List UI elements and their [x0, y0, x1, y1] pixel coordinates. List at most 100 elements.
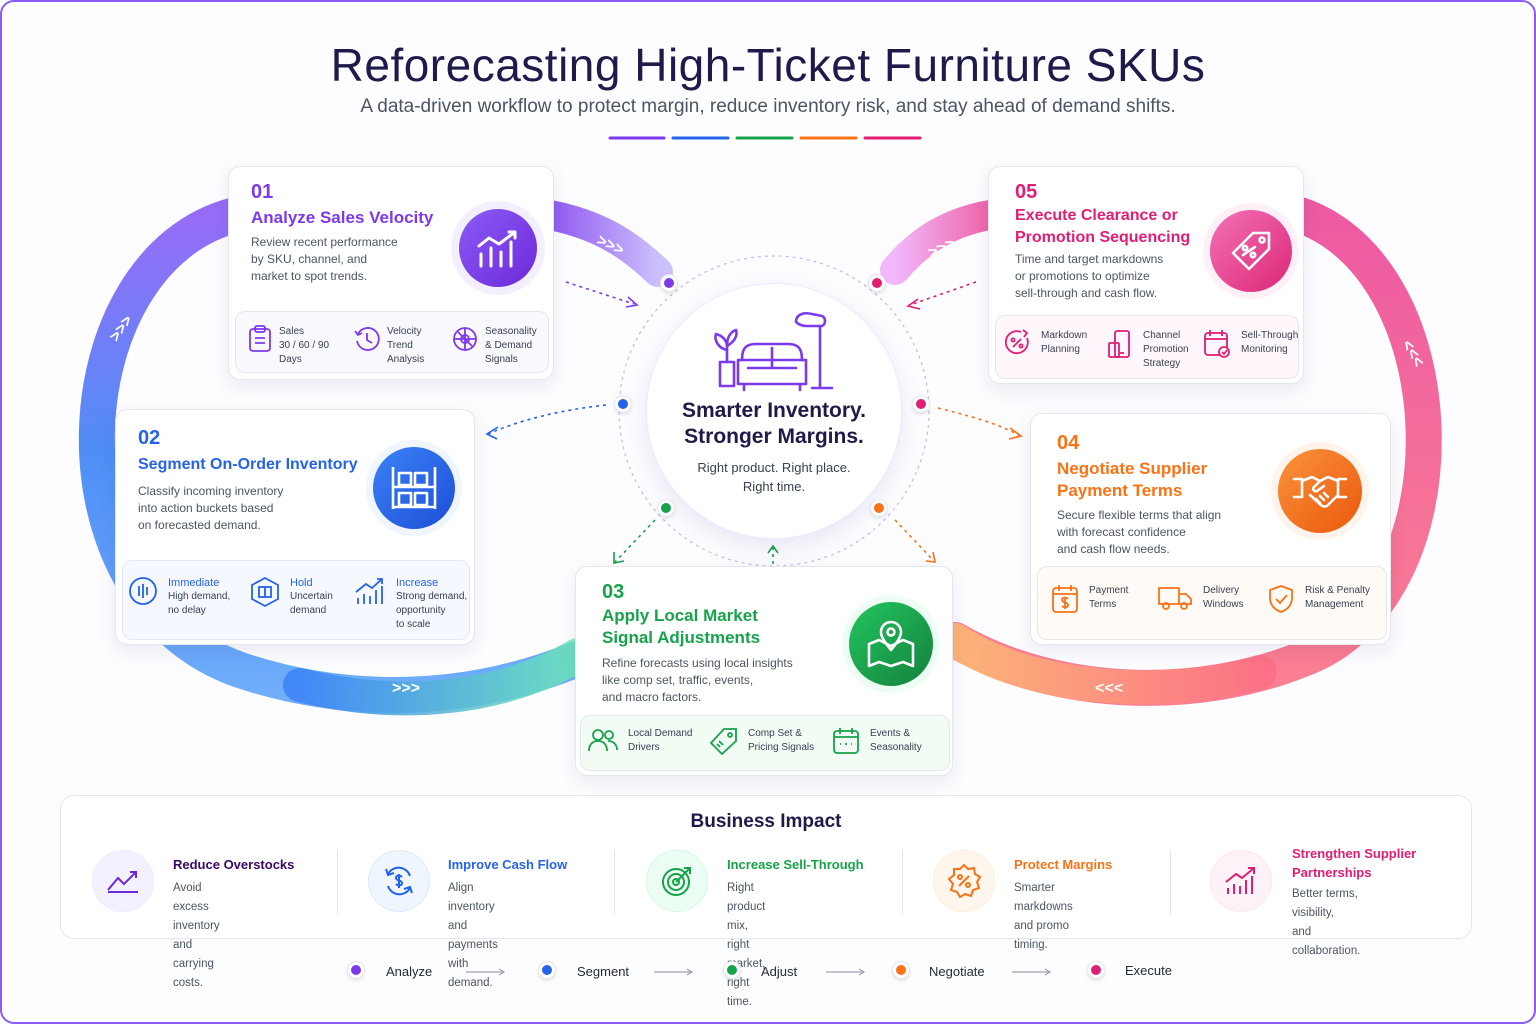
orbit-dot-analyze	[661, 275, 677, 291]
growth-chart-icon	[355, 578, 383, 604]
page-subtitle: A data-driven workflow to protect margin…	[360, 96, 1176, 117]
target-icon	[646, 850, 708, 912]
step-description: Time and target markdowns or promotions …	[1015, 252, 1164, 300]
step-description: Review recent performance by SKU, channe…	[251, 235, 398, 283]
step-number: 01	[251, 181, 274, 203]
center-headline: Smarter Inventory. Stronger Margins.	[646, 398, 902, 450]
legend-dot-negotiate	[893, 962, 909, 978]
trend-line-icon	[92, 850, 154, 912]
calendar-dollar-icon	[1052, 585, 1078, 613]
center-tagline: Right product. Right place. Right time.	[646, 458, 902, 496]
percent-badge-icon	[933, 850, 995, 912]
impact-divider	[337, 850, 338, 914]
orbit-dot-adjust	[658, 500, 674, 516]
delivery-truck-icon	[1158, 587, 1192, 610]
legend-dot-analyze	[348, 962, 364, 978]
step-number: 04	[1057, 432, 1080, 454]
impact-divider	[902, 850, 903, 914]
step-card-01: 01 Analyze Sales Velocity Review recent …	[228, 166, 554, 380]
step-title: Apply Local Market Signal Adjustments	[602, 606, 761, 647]
step-title: Negotiate Supplier Payment Terms	[1057, 459, 1208, 500]
center-tagline-2: Right time.	[742, 479, 806, 494]
step-card-05: 05 Execute Clearance or Promotion Sequen…	[988, 166, 1304, 384]
calendar-icon	[833, 728, 859, 754]
connector-02	[487, 404, 607, 435]
impact-desc: Better terms, visibility, and collaborat…	[1292, 888, 1361, 957]
sun-globe-icon	[453, 327, 477, 351]
impact-title-text: Reduce Overstocks	[173, 857, 295, 872]
step-title: Execute Clearance or Promotion Sequencin…	[1015, 207, 1191, 246]
legend-label-adjust: Adjust	[761, 964, 798, 979]
step-number: 03	[602, 581, 625, 603]
warehouse-shelves-icon	[366, 440, 462, 536]
subitem-comp-set: Comp Set &Pricing Signals	[708, 727, 814, 755]
cycle-ring-bottom-left	[283, 638, 595, 716]
connector-03	[614, 519, 656, 563]
step-description: Secure flexible terms that align with fo…	[1057, 508, 1222, 556]
impact-desc: Smarter markdowns and promo timing.	[1014, 882, 1073, 951]
percent-tag-icon	[1203, 203, 1299, 299]
handshake-icon	[1271, 442, 1369, 540]
shield-check-icon	[1269, 585, 1293, 613]
step-number: 05	[1015, 181, 1038, 203]
step-subpanel	[1037, 566, 1387, 640]
subitem-events: Events &Seasonality	[832, 727, 922, 755]
price-tag-icon	[709, 728, 737, 755]
connector-04b	[894, 519, 934, 561]
history-clock-icon	[354, 327, 380, 351]
impact-desc: Align inventory and payments with demand…	[448, 882, 498, 989]
legend-dot-adjust	[724, 962, 740, 978]
connector-05	[909, 281, 977, 306]
impact-divider	[1170, 850, 1171, 914]
people-icon	[588, 729, 618, 752]
step-description: Refine forecasts using local insights li…	[602, 656, 793, 704]
legend-dot-segment	[539, 962, 555, 978]
impact-title-text: Improve Cash Flow	[448, 857, 568, 872]
center-headline-1: Smarter Inventory.	[681, 399, 866, 422]
step-card-03: 03 Apply Local Market Signal Adjustments…	[575, 566, 953, 776]
legend-label-negotiate: Negotiate	[929, 964, 985, 979]
cycle-ring-bottom-right	[938, 623, 1277, 705]
bar-chart-trend-icon	[451, 201, 545, 295]
center-tagline-1: Right product. Right place.	[697, 460, 851, 475]
step-subpanel	[235, 311, 549, 373]
mobile-promo-icon	[1108, 330, 1130, 358]
impact-title-text: Protect Margins	[1014, 857, 1113, 872]
center-headline-2: Stronger Margins.	[684, 425, 864, 448]
step-title: Segment On-Order Inventory	[138, 456, 358, 473]
center-hub	[646, 283, 902, 539]
orbit-dot-execute	[869, 275, 885, 291]
markdown-percent-icon	[1004, 329, 1029, 355]
center-orbit	[618, 255, 930, 567]
legend-label-segment: Segment	[577, 964, 630, 979]
connector-01	[565, 281, 635, 305]
step-description: Classify incoming inventory into action …	[138, 484, 284, 532]
impact-divider	[614, 850, 615, 914]
impact-title-text: Increase Sell-Through	[727, 857, 864, 872]
cycle-ring-top-right	[880, 200, 1005, 285]
step-subpanel	[580, 715, 950, 771]
pulse-circle-icon	[129, 577, 157, 605]
cycle-arrow: <<<	[1095, 680, 1124, 697]
cash-cycle-icon	[368, 850, 430, 912]
impact-desc: Avoid excess inventory and carrying cost…	[173, 882, 220, 989]
box-hexagon-icon	[251, 576, 279, 608]
cycle-ring-top-left	[535, 200, 673, 287]
map-pin-icon	[842, 595, 940, 693]
step-card-02: 02 Segment On-Order Inventory Classify i…	[115, 409, 475, 645]
step-title: Analyze Sales Velocity	[251, 208, 434, 227]
connector-04	[937, 407, 1021, 437]
clipboard-icon	[249, 325, 271, 352]
step-number: 02	[138, 427, 161, 449]
step-card-04: 04 Negotiate Supplier Payment Terms Secu…	[1030, 413, 1391, 645]
